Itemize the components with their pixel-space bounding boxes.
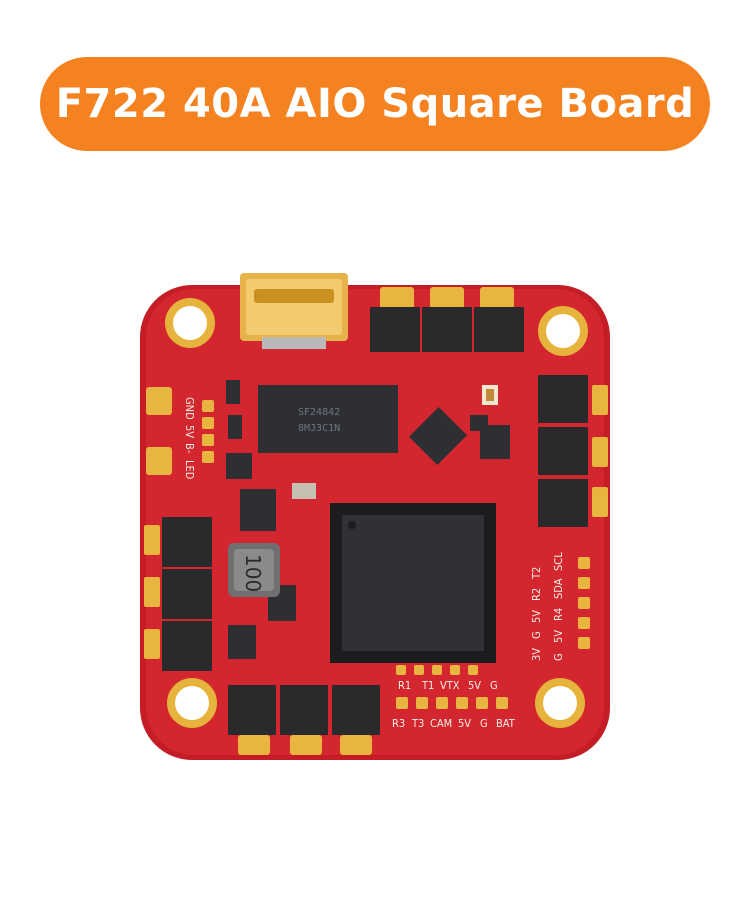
mosfets-bottom xyxy=(228,685,380,735)
label-5v-c2: 5V xyxy=(530,610,543,623)
motor-pads-right xyxy=(592,385,608,517)
gyro-ic: SF24842 8MJ3C1N xyxy=(258,385,398,453)
motor-pads-top xyxy=(380,287,514,309)
label-r3: R3 xyxy=(392,717,405,730)
usb-connector xyxy=(240,273,348,349)
banner-title: F722 40A AIO Square Board xyxy=(55,81,695,127)
label-t1: T1 xyxy=(421,679,434,692)
label-gnd: GND xyxy=(183,397,196,420)
mcu-chip xyxy=(330,503,496,663)
flight-controller-board: GND 5V B- LED SF24842 8MJ3C1N xyxy=(140,273,610,760)
label-5v-r1: 5V xyxy=(468,679,481,692)
label-bat: BAT xyxy=(496,717,516,730)
inductor-marking: 100 xyxy=(241,554,265,592)
label-t3: T3 xyxy=(411,717,424,730)
small-components xyxy=(226,380,510,659)
left-pad-labels: GND 5V B- LED xyxy=(183,397,196,480)
label-5v-r2: 5V xyxy=(458,717,471,730)
title-banner: F722 40A AIO Square Board xyxy=(40,57,710,151)
label-scl: SCL xyxy=(552,552,565,571)
mounting-hole-bottom-left xyxy=(167,678,217,728)
bottom-labels-row2: R3 T3 CAM 5V G BAT xyxy=(392,717,516,730)
bottom-labels-row1: R1 T1 VTX 5V G xyxy=(398,679,498,692)
label-r4: R4 xyxy=(552,608,565,621)
label-r2: R2 xyxy=(530,588,543,601)
right-labels-col1: G 5V R4 SDA SCL xyxy=(552,552,565,661)
label-3v: 3V xyxy=(530,648,543,661)
inductor: 100 xyxy=(228,543,280,597)
label-t2: T2 xyxy=(530,567,543,580)
motor-pads-bottom xyxy=(238,735,372,755)
label-5v: 5V xyxy=(183,425,196,438)
left-connector-pads xyxy=(146,387,214,475)
mosfets-left xyxy=(162,517,212,671)
mosfets-top xyxy=(370,307,524,352)
label-cam: CAM xyxy=(430,717,452,730)
label-sda: SDA xyxy=(552,578,565,599)
mounting-hole-top-right xyxy=(538,306,588,356)
board-photo: GND 5V B- LED SF24842 8MJ3C1N xyxy=(130,265,620,765)
mosfets-right xyxy=(538,375,588,527)
label-g-r1: G xyxy=(490,679,498,692)
label-r1: R1 xyxy=(398,679,411,692)
label-g-c2: G xyxy=(530,631,543,639)
motor-pads-left xyxy=(144,525,160,659)
right-uart-pads xyxy=(578,557,590,649)
ic-marking-line1: SF24842 xyxy=(298,407,340,418)
label-g-r2: G xyxy=(480,717,488,730)
label-5v-c1: 5V xyxy=(552,630,565,643)
ic-marking-line2: 8MJ3C1N xyxy=(298,423,340,434)
label-led: LED xyxy=(183,460,196,480)
label-vtx: VTX xyxy=(440,679,460,692)
label-bminus: B- xyxy=(183,443,196,454)
mounting-hole-bottom-right xyxy=(535,678,585,728)
right-labels-col2: 3V G 5V R2 T2 xyxy=(530,567,543,661)
label-g-c1: G xyxy=(552,653,565,661)
mounting-hole-top-left xyxy=(165,298,215,348)
bottom-uart-pads xyxy=(396,665,508,709)
